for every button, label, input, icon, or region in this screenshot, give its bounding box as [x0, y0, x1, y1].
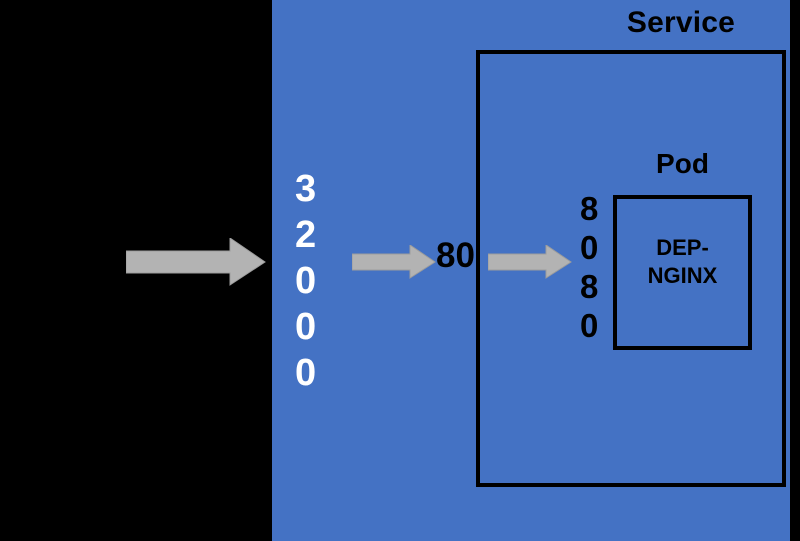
target-port-label: 8 0 8 0	[580, 192, 598, 348]
node-port-digit-1: 3	[295, 168, 317, 210]
deployment-label: DEP- NGINX	[613, 234, 752, 289]
target-port-digit-2: 0	[580, 229, 599, 266]
service-box	[476, 50, 786, 487]
target-port-digit-4: 0	[580, 307, 599, 344]
target-port-digit-3: 8	[580, 268, 599, 305]
node-port-digit-3: 0	[295, 260, 317, 302]
node-port-digit-5: 0	[295, 352, 317, 394]
nodeport-to-service-arrow	[352, 245, 436, 279]
node-port-digit-4: 0	[295, 306, 317, 348]
external-traffic-arrow	[126, 238, 266, 286]
deployment-label-line2: NGINX	[647, 262, 718, 288]
pod-box	[613, 195, 752, 350]
service-title: Service	[626, 6, 736, 39]
service-to-pod-arrow	[488, 245, 572, 279]
pod-title: Pod	[656, 148, 709, 179]
deployment-label-line1: DEP-	[656, 235, 709, 260]
service-port-label: 80	[436, 236, 475, 275]
node-port-digit-2: 2	[295, 214, 317, 256]
node-port-label: 3 2 0 0 0	[295, 170, 316, 400]
target-port-digit-1: 8	[580, 190, 599, 227]
